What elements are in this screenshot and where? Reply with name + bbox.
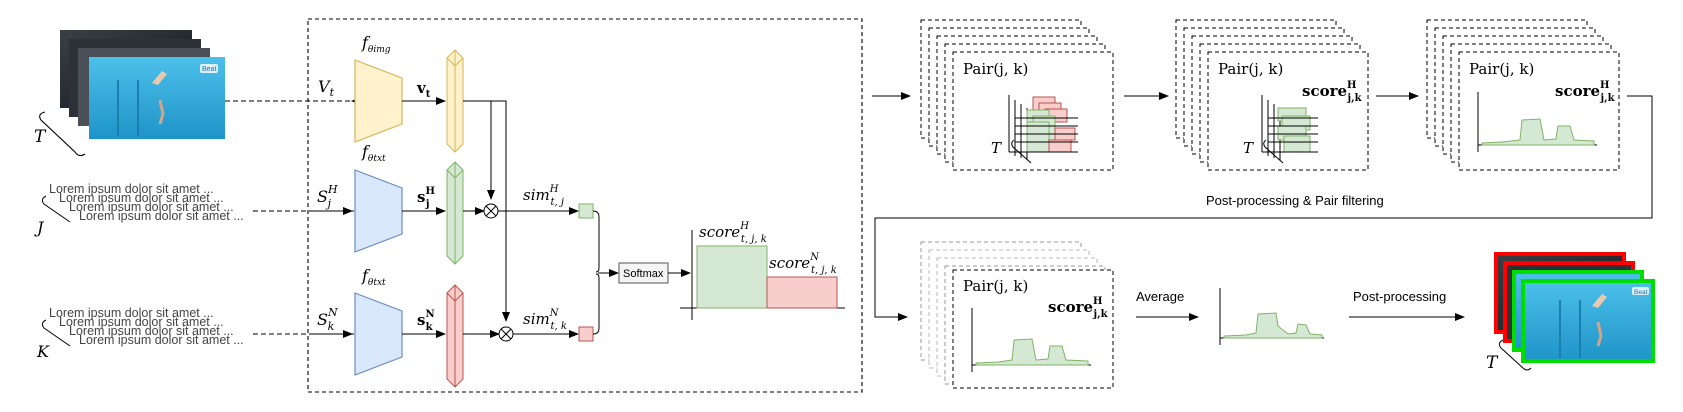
svg-text:Lorem ipsum dolor sit amet ...: Lorem ipsum dolor sit amet ... <box>59 191 224 205</box>
frame-badge: Beat <box>202 66 216 73</box>
average-curve-chart <box>1219 288 1324 345</box>
neg-text-encoder: fθtxt <box>354 266 403 376</box>
average-label: Average <box>1136 289 1184 304</box>
video-symbol: T <box>34 127 47 147</box>
svg-text:Beat: Beat <box>1634 289 1648 296</box>
svg-text:Lorem ipsum dolor sit amet ...: Lorem ipsum dolor sit amet ... <box>79 209 244 223</box>
video-feature-vector <box>446 49 464 153</box>
high-encoder-label: fθtxt <box>361 142 386 164</box>
score-curve-4 <box>975 338 1089 366</box>
high-text-inputs: Lorem ipsum dolor sit amet ... Lorem ips… <box>34 182 244 237</box>
neg-text-brace <box>41 319 71 347</box>
output-video-frames: Beat <box>1494 252 1655 363</box>
svg-text:T: T <box>991 139 1002 157</box>
svg-text:Lorem ipsum dolor sit amet ...: Lorem ipsum dolor sit amet ... <box>49 306 214 320</box>
diver-figure <box>152 71 167 85</box>
neg-feature-vector <box>446 284 464 388</box>
stage1-pair-stack: Pair(j, k) T <box>920 19 1114 171</box>
postprocess-filter-label: Post-processing & Pair filtering <box>1206 193 1384 208</box>
video-input-label: Vt <box>318 77 335 99</box>
svg-text:Lorem ipsum dolor sit amet ...: Lorem ipsum dolor sit amet ... <box>69 324 234 338</box>
score-stack-chart: T <box>1243 95 1318 164</box>
svg-text:T: T <box>1243 139 1254 157</box>
svg-text:Lorem ipsum dolor sit amet ...: Lorem ipsum dolor sit amet ... <box>49 182 214 196</box>
neg-text-inputs: Lorem ipsum dolor sit amet ... Lorem ips… <box>36 306 244 361</box>
model-box <box>307 18 863 393</box>
video-brace <box>39 111 86 157</box>
pair-label-4: Pair(j, k) <box>963 277 1028 295</box>
image-encoder: fθimg <box>354 33 403 143</box>
high-text-encoder: fθtxt <box>354 142 403 253</box>
neg-encoder-label: fθtxt <box>361 266 386 288</box>
softmax-label: Softmax <box>623 268 664 280</box>
pair-label-2: Pair(j, k) <box>1218 60 1283 78</box>
svg-text:Lorem ipsum dolor sit amet ...: Lorem ipsum dolor sit amet ... <box>59 315 224 329</box>
multiply-op-neg <box>498 326 514 342</box>
multiply-op-high <box>483 203 499 219</box>
neg-text-symbol: K <box>36 342 50 361</box>
pair-label-3: Pair(j, k) <box>1469 60 1534 78</box>
input-video-frames: Beat <box>60 30 225 139</box>
svg-text:Lorem ipsum dolor sit amet ...: Lorem ipsum dolor sit amet ... <box>79 333 244 347</box>
score-neg-bar <box>766 276 838 309</box>
score-high-bar <box>696 245 768 309</box>
high-text-symbol: J <box>34 218 45 237</box>
sim-high-cell <box>578 203 594 219</box>
high-text-brace <box>41 195 71 223</box>
sim-neg-cell <box>578 326 594 342</box>
score-curve-3 <box>1481 118 1595 146</box>
output-time-symbol: T <box>1486 353 1499 373</box>
postprocess-label: Post-processing <box>1353 289 1446 304</box>
row-connector <box>874 95 1653 321</box>
temporal-stack-chart: T <box>991 95 1078 164</box>
pair-label-1: Pair(j, k) <box>963 60 1028 78</box>
high-feature-vector <box>446 161 464 265</box>
image-encoder-label: fθimg <box>361 33 391 55</box>
svg-text:Lorem ipsum dolor sit amet ...: Lorem ipsum dolor sit amet ... <box>69 200 234 214</box>
video-feature-label: vt <box>416 79 431 100</box>
